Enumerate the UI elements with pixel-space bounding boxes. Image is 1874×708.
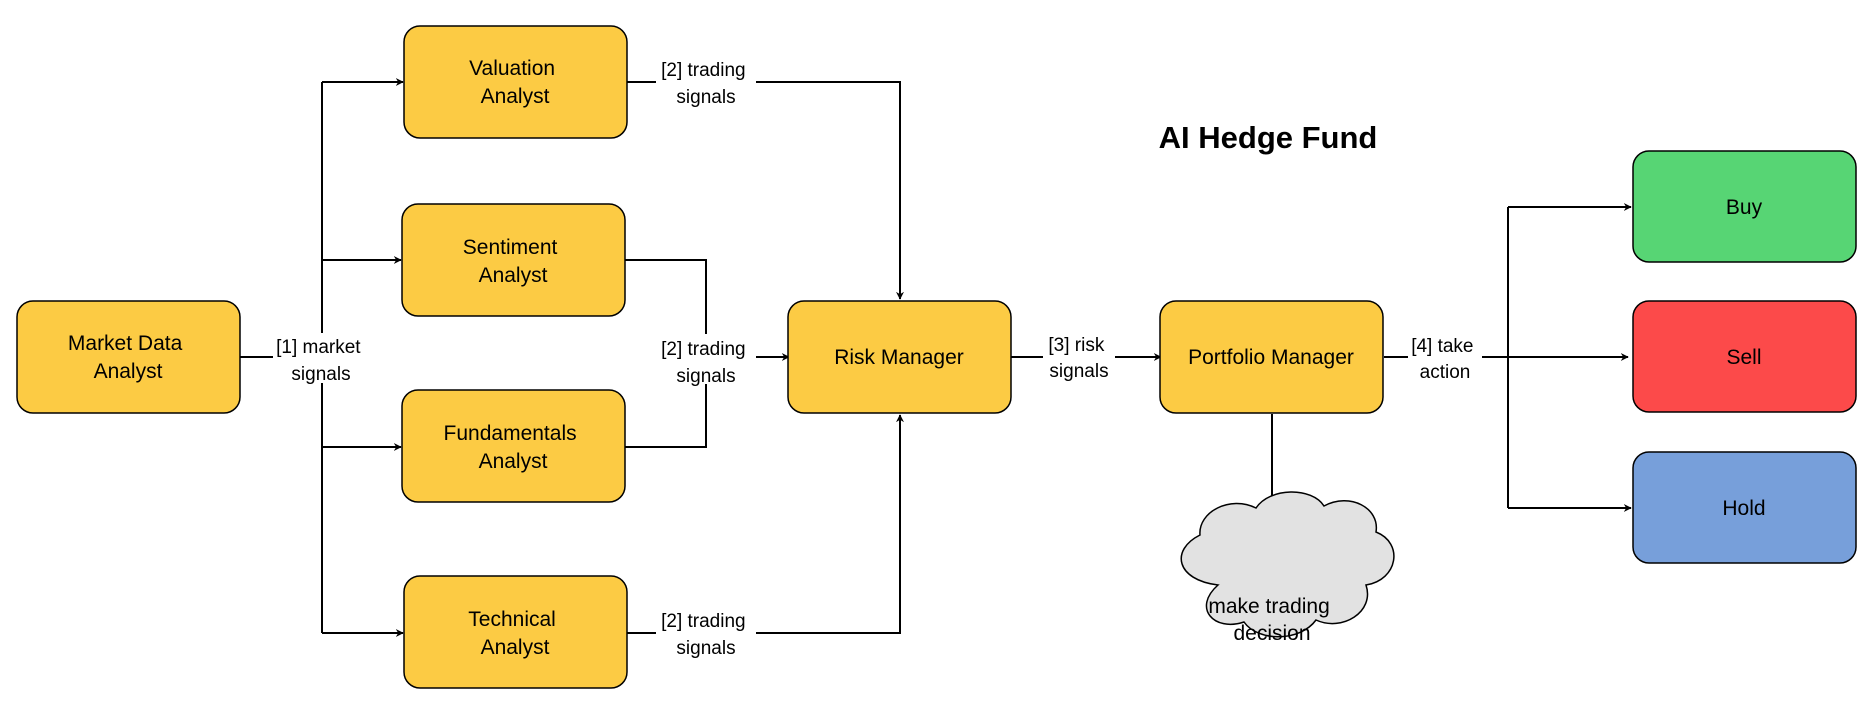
node-risk-manager-box	[787, 300, 1012, 414]
label-trading-signals-top-line2: signals	[676, 87, 735, 108]
node-decision-line1: make trading	[1208, 595, 1329, 618]
node-portfolio-manager-label: Portfolio Manager	[1188, 346, 1354, 369]
node-decision-line2: decision	[1233, 622, 1310, 645]
node-technical-analyst-line1: Technical	[468, 608, 556, 631]
node-sell[interactable]: Sell	[1632, 300, 1857, 413]
node-sentiment-analyst-box	[401, 203, 626, 317]
node-valuation-analyst-line1: Valuation	[469, 57, 555, 80]
node-decision-label: make trading decision	[1208, 595, 1335, 645]
node-sentiment-analyst-line2: Analyst	[479, 264, 548, 287]
label-market-signals-line2: signals	[291, 364, 350, 385]
node-fundamentals-analyst-line1: Fundamentals	[444, 422, 577, 445]
node-valuation-analyst-line2: Analyst	[481, 85, 550, 108]
node-sell-label: Sell	[1726, 346, 1761, 369]
label-market-signals-line1: [1] market	[276, 337, 361, 358]
node-hold[interactable]: Hold	[1632, 451, 1857, 564]
nodes: Market Data Analyst Valuation Analyst Se…	[16, 25, 1857, 689]
label-risk-signals-line2: signals	[1049, 361, 1108, 382]
node-fundamentals-analyst-line2: Analyst	[479, 450, 548, 473]
node-hold-box	[1632, 451, 1857, 564]
node-risk-manager[interactable]: Risk Manager	[787, 300, 1012, 414]
node-valuation-analyst-label: Valuation Analyst	[469, 57, 561, 108]
node-portfolio-manager[interactable]: Portfolio Manager	[1159, 300, 1384, 414]
edge-labels: [1] market signals [2] trading signals […	[273, 58, 1482, 659]
node-market-data-analyst[interactable]: Market Data Analyst	[16, 300, 241, 414]
label-trading-signals-bottom-line1: [2] trading	[661, 611, 746, 632]
node-fundamentals-analyst-label: Fundamentals Analyst	[444, 422, 583, 473]
label-market-signals: [1] market signals	[276, 337, 366, 385]
node-sentiment-analyst-label: Sentiment Analyst	[463, 236, 563, 287]
label-trading-signals-top: [2] trading signals	[661, 60, 751, 108]
node-buy[interactable]: Buy	[1632, 150, 1857, 263]
label-trading-signals-mid: [2] trading signals	[661, 339, 751, 387]
label-trading-signals-mid-line2: signals	[676, 366, 735, 387]
node-sell-box	[1632, 300, 1857, 413]
node-sentiment-analyst[interactable]: Sentiment Analyst	[401, 203, 626, 317]
label-trading-signals-mid-line1: [2] trading	[661, 339, 746, 360]
label-take-action-line2: action	[1420, 362, 1471, 383]
label-take-action-line1: [4] take	[1411, 336, 1473, 357]
node-market-data-analyst-label: Market Data Analyst	[68, 332, 188, 383]
label-trading-signals-bottom-line2: signals	[676, 638, 735, 659]
node-risk-manager-label: Risk Manager	[834, 346, 964, 369]
node-decision-cloud[interactable]: make trading decision	[1180, 491, 1395, 645]
label-risk-signals-line1: [3] risk	[1048, 335, 1104, 356]
node-technical-analyst[interactable]: Technical Analyst	[403, 575, 628, 689]
node-sentiment-analyst-line1: Sentiment	[463, 236, 558, 259]
node-buy-label: Buy	[1726, 196, 1763, 219]
diagram-title: AI Hedge Fund	[1159, 120, 1378, 155]
node-buy-box	[1632, 150, 1857, 263]
node-market-data-analyst-box	[16, 300, 241, 414]
node-fundamentals-analyst[interactable]: Fundamentals Analyst	[401, 389, 626, 503]
node-market-data-analyst-line1: Market Data	[68, 332, 183, 355]
node-technical-analyst-line2: Analyst	[481, 636, 550, 659]
node-technical-analyst-box	[403, 575, 628, 689]
node-fundamentals-analyst-box	[401, 389, 626, 503]
node-valuation-analyst-box	[403, 25, 628, 139]
label-trading-signals-top-line1: [2] trading	[661, 60, 746, 81]
node-portfolio-manager-box	[1159, 300, 1384, 414]
edge-valuation-risk	[627, 81, 904, 300]
cloud-shape	[1180, 491, 1395, 638]
node-market-data-analyst-line2: Analyst	[94, 360, 163, 383]
node-hold-label: Hold	[1722, 497, 1765, 520]
label-risk-signals: [3] risk signals	[1048, 335, 1109, 382]
node-valuation-analyst[interactable]: Valuation Analyst	[403, 25, 628, 139]
node-technical-analyst-label: Technical Analyst	[468, 608, 561, 659]
label-take-action: [4] take action	[1411, 336, 1479, 383]
label-trading-signals-bottom: [2] trading signals	[661, 611, 751, 659]
